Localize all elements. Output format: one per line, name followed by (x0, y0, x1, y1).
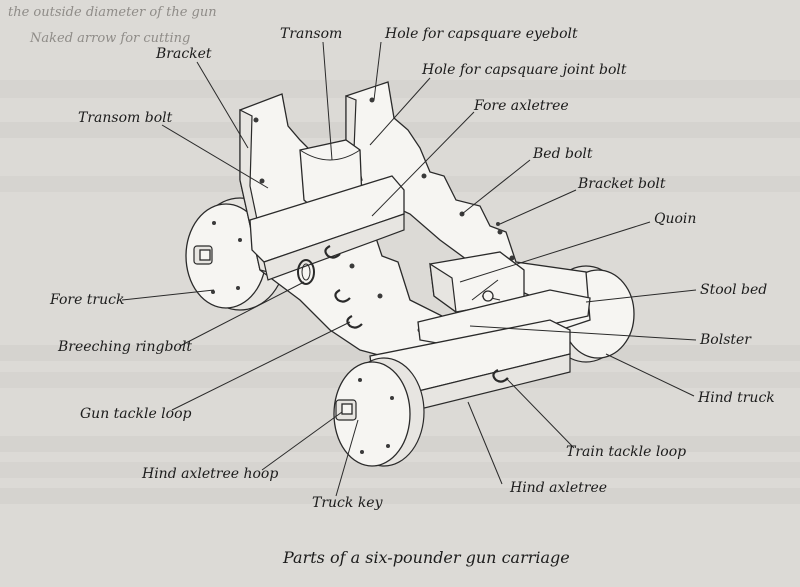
label-fore-axletree: Fore axletree (473, 98, 569, 114)
label-transom-bolt: Transom bolt (78, 110, 173, 126)
carriage-drawing (185, 81, 635, 467)
label-stool-bed: Stool bed (700, 282, 767, 298)
stool-bed-board (417, 289, 591, 347)
label-bed-bolt: Bed bolt (532, 146, 593, 162)
label-truck-key: Truck key (312, 495, 384, 511)
fore-axletree-beam (249, 175, 405, 281)
label-bracket-bolt: Bracket bolt (577, 176, 666, 192)
label-hind-truck: Hind truck (697, 390, 775, 406)
hind-axletree-wheel (333, 357, 425, 467)
label-transom: Transom (280, 26, 342, 42)
label-gun-tackle-loop: Gun tackle loop (80, 406, 192, 422)
part-labels: Transom Hole for capsquare eyebolt Brack… (49, 26, 775, 511)
label-hole-capsquare-eyebolt: Hole for capsquare eyebolt (384, 26, 578, 42)
leader-lines (121, 41, 697, 497)
label-fore-truck: Fore truck (49, 292, 124, 308)
figure-caption: Parts of a six-pounder gun carriage (282, 548, 570, 567)
tackle-loops (297, 245, 509, 383)
label-breeching-ringbolt: Breeching ringbolt (57, 339, 192, 355)
label-hind-axletree: Hind axletree (509, 480, 607, 496)
label-hind-axletree-hoop: Hind axletree hoop (141, 466, 278, 482)
label-train-tackle-loop: Train tackle loop (566, 444, 686, 460)
label-hole-capsquare-joint-bolt: Hole for capsquare joint bolt (421, 62, 627, 78)
header-line-2: Naked arrow for cutting (29, 31, 190, 46)
quoin-wedge (429, 251, 525, 314)
header-line-1: the outside diameter of the gun (8, 5, 217, 20)
label-bolster: Bolster (699, 332, 752, 348)
right-bracket (345, 81, 591, 331)
label-quoin: Quoin (654, 211, 696, 227)
label-bracket: Bracket (155, 46, 212, 62)
